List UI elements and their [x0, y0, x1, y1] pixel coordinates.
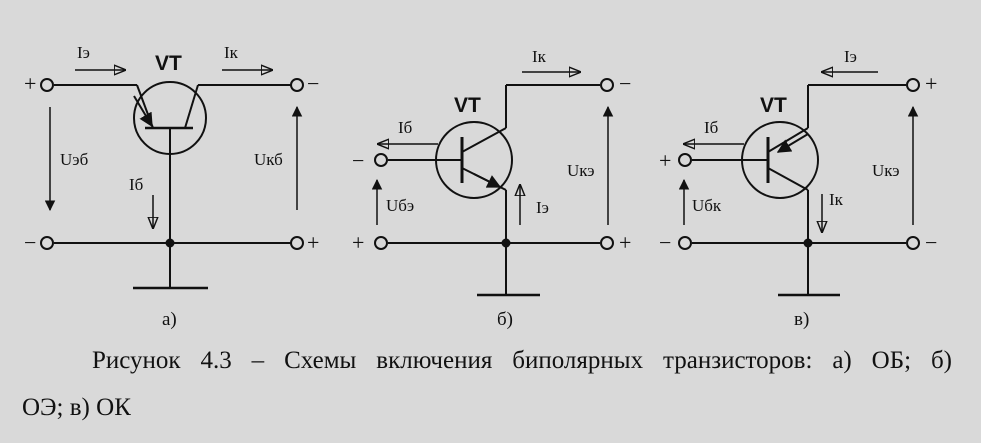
polarity-plus: + [352, 230, 364, 255]
polarity-minus: − [352, 148, 364, 173]
ik-label: Iк [532, 47, 547, 66]
caption-line-2: ОЭ; в) ОК [22, 394, 131, 421]
polarity-plus: + [307, 230, 319, 255]
vt-label: VT [155, 52, 182, 75]
circuit-common-base [44, 70, 303, 290]
terminal [906, 236, 920, 250]
ib-label: Iб [129, 175, 143, 194]
terminal [290, 236, 304, 250]
emitter-arrow [776, 133, 809, 153]
polarity-minus: − [659, 230, 671, 255]
polarity-minus: − [925, 230, 937, 255]
terminal [600, 236, 614, 250]
circuit-common-collector [678, 72, 919, 297]
polarity-minus: − [24, 230, 36, 255]
junction-dot [165, 238, 175, 248]
terminals [40, 78, 920, 250]
polarity-plus: + [24, 71, 36, 96]
junctions [165, 238, 813, 248]
terminal [40, 236, 54, 250]
uke-label: Uкэ [872, 161, 900, 180]
ubk-label: Uбк [692, 196, 722, 215]
polarity-minus: − [619, 71, 631, 96]
terminal [906, 78, 920, 92]
ukb-label: Uкб [254, 150, 283, 169]
terminal [678, 153, 692, 167]
ie-label: Iэ [844, 47, 857, 66]
ie-label: Iэ [536, 198, 549, 217]
label-a: а) [162, 309, 177, 330]
terminal [40, 78, 54, 92]
junction-dot [501, 238, 511, 248]
ib-label: Iб [704, 118, 718, 137]
transistor-body [133, 81, 207, 155]
emitter-arrow [133, 95, 153, 128]
caption-line-1: Рисунок 4.3 – Схемы включения биполярных… [92, 347, 952, 374]
ib-label: Iб [398, 118, 412, 137]
vt-label: VT [760, 94, 787, 117]
label-c: в) [794, 309, 809, 330]
terminal [600, 78, 614, 92]
ueb-label: Uэб [60, 150, 88, 169]
circuit-common-emitter [371, 72, 614, 297]
terminal [374, 236, 388, 250]
ie-label: Iэ [77, 43, 90, 62]
polarity-plus: + [925, 71, 937, 96]
transistor-body [435, 121, 513, 199]
label-b: б) [497, 309, 513, 330]
polarity-plus: + [619, 230, 631, 255]
ik-label: Iк [829, 190, 844, 209]
ik-label: Iк [224, 43, 239, 62]
terminal [290, 78, 304, 92]
polarity-plus: + [659, 148, 671, 173]
terminal [374, 153, 388, 167]
emitter-arrow [473, 173, 502, 188]
polarity-minus: − [307, 71, 319, 96]
transistor-body [741, 121, 819, 199]
junction-dot [803, 238, 813, 248]
ube-label: Uбэ [386, 196, 414, 215]
uke-label: Uкэ [567, 161, 595, 180]
terminal [678, 236, 692, 250]
vt-label: VT [454, 94, 481, 117]
